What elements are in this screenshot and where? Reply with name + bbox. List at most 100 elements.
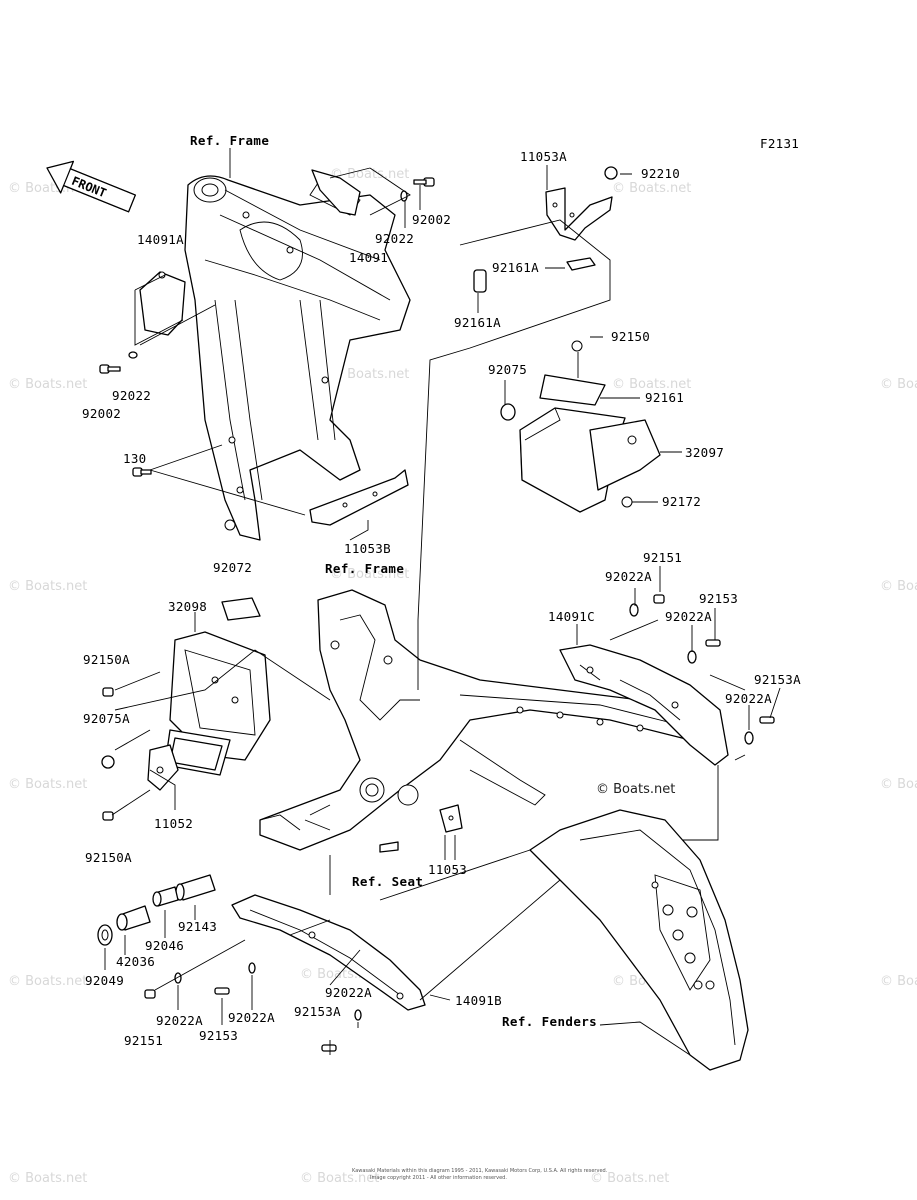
leaders-11053A	[417, 165, 632, 621]
watermark: © Boats.net	[300, 1171, 379, 1186]
label-92002: 92002	[82, 406, 121, 421]
washer-92022-left-icon	[128, 351, 138, 359]
cover-14091A	[139, 271, 186, 336]
label-32097: 32097	[685, 445, 724, 460]
label-92161A: 92161A	[454, 315, 501, 330]
fasteners-14091C	[629, 594, 775, 745]
label-11053B: 11053B	[344, 541, 391, 556]
watermark: © Boats.net	[330, 567, 409, 582]
spacer-92046-icon	[152, 886, 179, 907]
watermark: © Boats.net	[880, 777, 917, 792]
label-92150: 92150	[611, 329, 650, 344]
bracket-11053B	[309, 469, 409, 526]
label-92153A: 92153A	[754, 672, 801, 687]
bracket-11052	[147, 744, 179, 791]
figure-id: F2131	[760, 136, 799, 151]
label-92046: 92046	[145, 938, 184, 953]
label-11052: 11052	[154, 816, 193, 831]
side-cover-14091C	[559, 644, 729, 766]
watermark: © Boats.net	[8, 777, 87, 792]
label-92022A: 92022A	[228, 1010, 275, 1025]
label-42036: 42036	[116, 954, 155, 969]
callout-labels: Ref. Frame Ref. Frame Ref. Seat Ref. Fen…	[82, 133, 801, 1048]
label-92143: 92143	[178, 919, 217, 934]
label-11053A: 11053A	[520, 149, 567, 164]
main-frame-lower	[259, 589, 706, 853]
label-92161A: 92161A	[492, 260, 539, 275]
label-92022: 92022	[375, 231, 414, 246]
bushing-42036-icon	[116, 905, 151, 931]
label-92150A: 92150A	[85, 850, 132, 865]
leaders-32097	[504, 336, 682, 503]
fasteners-lower	[144, 962, 362, 1052]
watermark: © Boats.net	[8, 579, 87, 594]
label-92022A: 92022A	[156, 1013, 203, 1028]
watermark: © Boats.net	[8, 974, 87, 989]
bolt-130-icon	[132, 467, 152, 477]
footer-line-2: Image copyright 2011 - All other informa…	[370, 1175, 507, 1181]
leaders-32098	[111, 612, 331, 816]
leaders-top-left	[134, 148, 421, 541]
bolt-92002-left-icon	[99, 364, 121, 374]
watermark: © Boats.net	[880, 974, 917, 989]
watermarks: © Boats.net © Boats.net © Boats.net © Bo…	[8, 167, 917, 1186]
label-14091A: 14091A	[137, 232, 184, 247]
ref-frame-mid: Ref. Frame	[325, 561, 404, 576]
ref-frame-top: Ref. Frame	[190, 133, 269, 148]
label-14091C: 14091C	[548, 609, 595, 624]
watermark: © Boats.net	[612, 377, 691, 392]
label-92153: 92153	[199, 1028, 238, 1043]
air-box-32098	[164, 631, 271, 776]
footer-line-1: Kawasaki Materials within this diagram 1…	[352, 1168, 608, 1174]
bolt-92002-top-icon	[413, 177, 435, 187]
label-92161: 92161	[645, 390, 684, 405]
watermark: © Boats.net	[330, 367, 409, 382]
watermark: © Boats.net	[880, 377, 917, 392]
cover-14091	[311, 169, 361, 216]
label-32098: 32098	[168, 599, 207, 614]
label-92049: 92049	[85, 973, 124, 988]
label-92150A: 92150A	[83, 652, 130, 667]
label-92151: 92151	[643, 550, 682, 565]
rear-fender	[529, 809, 749, 1071]
main-frame-top	[184, 175, 411, 541]
label-92153: 92153	[699, 591, 738, 606]
washer-92049-icon	[97, 924, 113, 946]
watermark: © Boats.net	[590, 1171, 669, 1186]
label-92153A: 92153A	[294, 1004, 341, 1019]
label-92022A: 92022A	[725, 691, 772, 706]
label-92022: 92022	[112, 388, 151, 403]
watermark: © Boats.net	[880, 579, 917, 594]
grommet-92075A-icon	[101, 755, 115, 769]
label-92075A: 92075A	[83, 711, 130, 726]
label-14091: 14091	[349, 250, 388, 265]
bracket-11053A	[473, 166, 618, 293]
spacer-92143-icon	[175, 874, 216, 901]
label-92072: 92072	[213, 560, 252, 575]
plate-92072	[221, 597, 261, 621]
ref-seat: Ref. Seat	[352, 874, 423, 889]
label-92151: 92151	[124, 1033, 163, 1048]
label-92210: 92210	[641, 166, 680, 181]
label-92002: 92002	[412, 212, 451, 227]
label-92022A: 92022A	[665, 609, 712, 624]
watermark: © Boats.net	[330, 167, 409, 182]
label-14091B: 14091B	[455, 993, 502, 1008]
watermark: © Boats.net	[8, 1171, 87, 1186]
leaders-lower	[104, 620, 691, 1056]
label-92022A: 92022A	[325, 985, 372, 1000]
side-cover-14091B	[231, 894, 426, 1011]
watermark: © Boats.net	[8, 377, 87, 392]
battery-case-32097	[500, 340, 661, 513]
watermark: © Boats.net	[612, 181, 691, 196]
label-130: 130	[123, 451, 146, 466]
watermark-dark: © Boats.net	[596, 782, 675, 797]
label-92022A: 92022A	[605, 569, 652, 584]
label-92172: 92172	[662, 494, 701, 509]
bolt-92150A-top-icon	[102, 687, 114, 697]
ref-fenders: Ref. Fenders	[502, 1014, 597, 1029]
bolt-92150A-bot-icon	[102, 811, 114, 821]
label-11053: 11053	[428, 862, 467, 877]
label-92075: 92075	[488, 362, 527, 377]
